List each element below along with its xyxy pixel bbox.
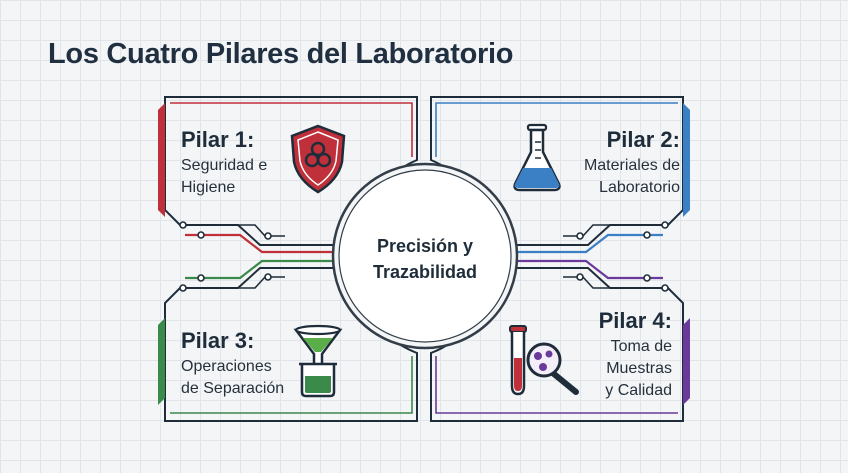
pillar-2-title: Pilar 2: bbox=[606, 127, 680, 152]
pillar-1-title: Pilar 1: bbox=[181, 127, 255, 152]
test-tube-magnifier-icon bbox=[509, 325, 579, 396]
pillar-1-circuits bbox=[179, 221, 285, 240]
pillar-3-line-2: de Separación bbox=[181, 380, 285, 397]
pillar-4-circuits bbox=[563, 273, 669, 292]
pillar-3-circuits bbox=[179, 273, 285, 292]
pillar-2-circuits bbox=[563, 221, 669, 240]
pillar-4-line-3: y Calidad bbox=[605, 382, 672, 399]
center-hub bbox=[331, 162, 519, 350]
center-label: Precisión y Trazabilidad bbox=[343, 233, 507, 285]
pillar-2-text: Pilar 2: Materiales de Laboratorio bbox=[584, 127, 680, 199]
erlenmeyer-flask-icon bbox=[513, 123, 561, 192]
pillar-3-title: Pilar 3: bbox=[181, 328, 255, 353]
funnel-beaker-icon bbox=[293, 324, 343, 398]
pillar-1-text: Pilar 1: Seguridad e Higiene bbox=[181, 127, 267, 199]
pillar-1-line-2: Higiene bbox=[181, 179, 236, 196]
pillar-4-title: Pilar 4: bbox=[598, 308, 672, 333]
pillar-4-text: Pilar 4: Toma de Muestras y Calidad bbox=[599, 308, 672, 402]
page-title: Los Cuatro Pilares del Laboratorio bbox=[48, 38, 514, 70]
pillar-4-line-1: Toma de bbox=[610, 338, 672, 355]
pillar-3-text: Pilar 3: Operaciones de Separación bbox=[181, 328, 284, 400]
pillar-2-line-2: Laboratorio bbox=[599, 179, 680, 196]
pillar-4-line-2: Muestras bbox=[606, 360, 672, 377]
biohazard-shield-icon bbox=[290, 124, 346, 194]
pillar-1-line-1: Seguridad e bbox=[181, 157, 268, 174]
center-line-1: Precisión y bbox=[376, 236, 474, 256]
pillar-3-line-1: Operaciones bbox=[181, 358, 272, 375]
center-line-2: Trazabilidad bbox=[372, 262, 478, 282]
pillar-2-line-1: Materiales de bbox=[583, 157, 680, 174]
